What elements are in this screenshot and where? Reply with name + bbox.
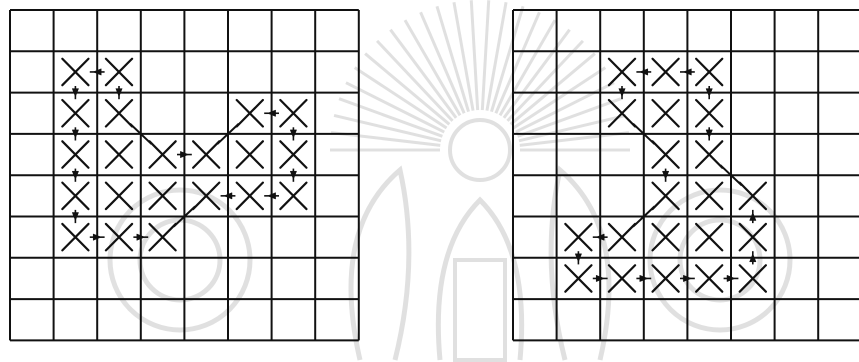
cross-stitch-mark xyxy=(609,224,635,250)
cross-stitch-mark xyxy=(740,224,766,250)
cross-stitch-mark xyxy=(565,224,591,250)
cross-stitch-mark xyxy=(62,224,88,250)
cross-stitch-mark xyxy=(193,183,219,209)
cross-stitch-mark xyxy=(62,100,88,126)
cross-stitch-mark xyxy=(280,100,306,126)
cross-stitch-mark xyxy=(106,100,132,126)
cross-stitch-mark xyxy=(237,141,263,167)
right-stitch-grid xyxy=(513,10,859,340)
cross-stitch-mark xyxy=(696,224,722,250)
cross-stitch-mark xyxy=(106,183,132,209)
cross-stitch-mark xyxy=(609,100,635,126)
cross-stitch-mark xyxy=(609,265,635,291)
cross-stitch-mark xyxy=(237,183,263,209)
cross-stitch-mark xyxy=(565,265,591,291)
cross-stitch-mark xyxy=(653,265,679,291)
cross-stitch-mark xyxy=(150,224,176,250)
cross-stitch-mark xyxy=(150,183,176,209)
cross-stitch-mark xyxy=(609,59,635,85)
left-stitch-grid xyxy=(10,10,359,340)
cross-stitch-mark xyxy=(653,183,679,209)
cross-stitch-mark xyxy=(150,141,176,167)
cross-stitch-mark xyxy=(280,141,306,167)
cross-stitch-mark xyxy=(237,100,263,126)
cross-stitch-mark xyxy=(653,224,679,250)
cross-stitch-mark xyxy=(106,59,132,85)
cross-stitch-mark xyxy=(653,59,679,85)
cross-stitch-mark xyxy=(696,265,722,291)
cross-stitch-mark xyxy=(653,100,679,126)
cross-stitch-mark xyxy=(62,141,88,167)
cross-stitch-mark xyxy=(740,183,766,209)
cross-stitch-mark xyxy=(696,100,722,126)
cross-stitch-mark xyxy=(696,183,722,209)
cross-stitch-mark xyxy=(193,141,219,167)
cross-stitch-mark xyxy=(696,141,722,167)
cross-stitch-mark xyxy=(696,59,722,85)
cross-stitch-mark xyxy=(62,59,88,85)
cross-stitch-mark xyxy=(653,141,679,167)
cross-stitch-mark xyxy=(106,224,132,250)
cross-stitch-mark xyxy=(740,265,766,291)
cross-stitch-mark xyxy=(62,183,88,209)
cross-stitch-mark xyxy=(280,183,306,209)
cross-stitch-mark xyxy=(106,141,132,167)
